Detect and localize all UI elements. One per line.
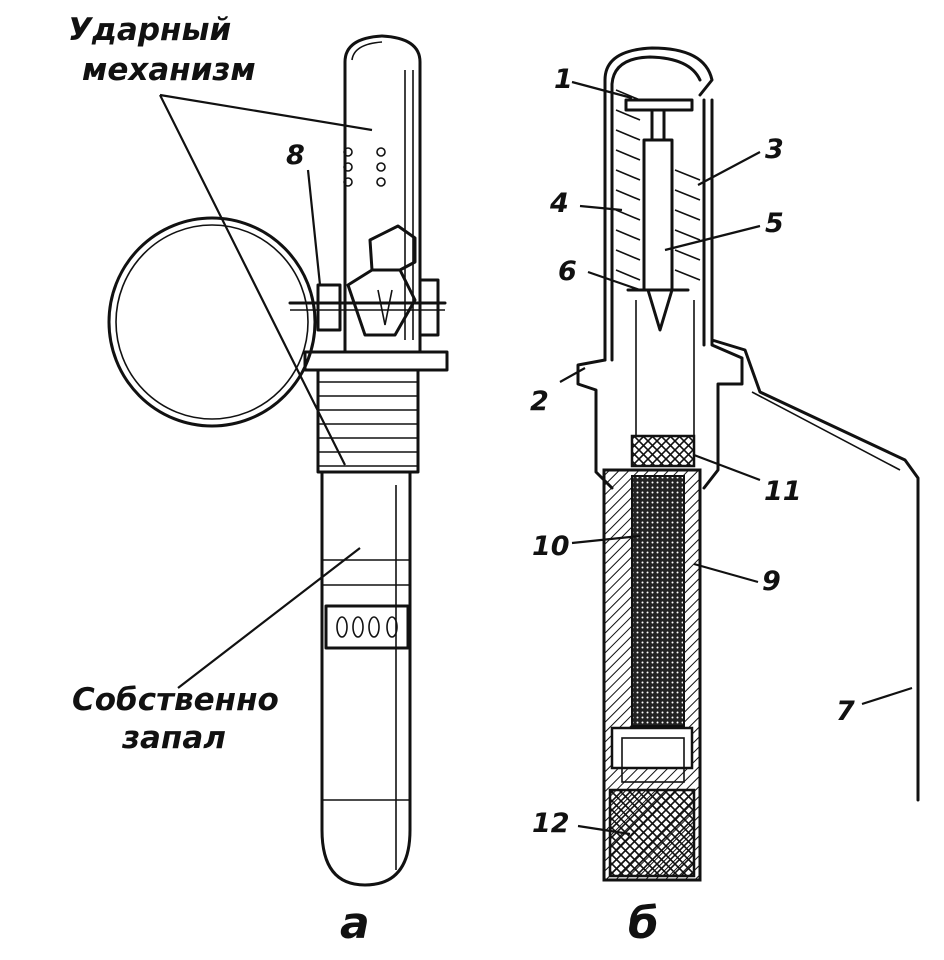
part-number-10: 10 [532, 531, 570, 562]
striker-head [368, 224, 417, 272]
label-fuze-proper-2: запал [121, 720, 226, 756]
primer-cap [630, 434, 696, 468]
pull-ring [107, 216, 317, 428]
part-number-6: 6 [558, 256, 577, 287]
label-view-b: б [628, 898, 659, 949]
firing-pin [642, 138, 674, 332]
spring [615, 89, 701, 281]
delay-composition [631, 475, 685, 727]
thread [316, 368, 420, 474]
part-number-11: 11 [764, 476, 802, 507]
label-view-a: а [340, 898, 370, 949]
part-number-4: 4 [549, 188, 569, 219]
part-number-3: 3 [765, 134, 784, 165]
label-striker-mechanism-2: механизм [82, 52, 256, 88]
part-number-7: 7 [836, 696, 855, 727]
view-a-drawing [107, 34, 449, 887]
part-number-5: 5 [765, 208, 784, 239]
cap [603, 46, 714, 362]
view-b-drawing [559, 46, 920, 882]
part-number-2: 2 [530, 386, 549, 417]
safety-lever [710, 338, 920, 802]
label-fuze-proper-1: Собственно [72, 682, 279, 718]
lower-holes [336, 616, 398, 638]
part-number-1: 1 [554, 64, 573, 95]
part-number-8: 8 [286, 140, 305, 171]
fuze-body [320, 470, 412, 887]
part-number-9: 9 [762, 566, 781, 597]
part-number-12: 12 [532, 808, 570, 839]
striker-tube [343, 34, 422, 354]
vent-holes [343, 147, 386, 187]
label-striker-mechanism-1: Ударный [68, 12, 231, 48]
